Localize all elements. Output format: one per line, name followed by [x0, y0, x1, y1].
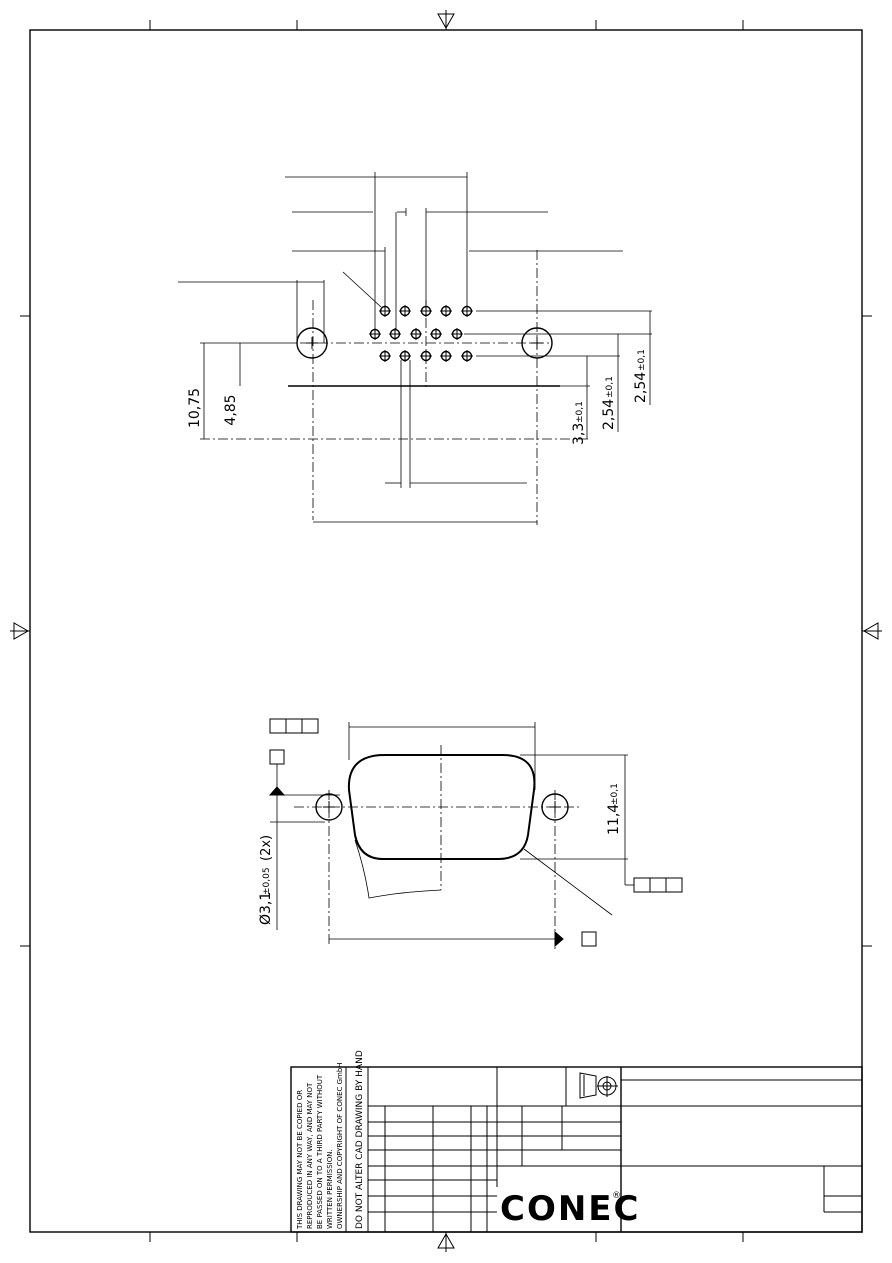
- first-angle-projection-icon: [579, 1072, 618, 1099]
- cutout-dimension-lines: [270, 722, 634, 940]
- centering-mark-right: [862, 622, 882, 640]
- contact-holes-row-3: [379, 350, 473, 362]
- dim-2-54-outer: 2,54 ±0,1: [633, 349, 649, 403]
- svg-text:2,54: 2,54: [633, 372, 649, 403]
- svg-text:Ø3,1: Ø3,1: [258, 892, 274, 925]
- cutout-hole-right: [541, 793, 569, 821]
- dim-3-3: 3,3 ±0,1: [571, 401, 587, 445]
- svg-text:±0,1: ±0,1: [610, 783, 620, 805]
- right-dimension-lines: [464, 310, 652, 439]
- top-dimension-lines: [178, 172, 623, 343]
- cad-notice: DO NOT ALTER CAD DRAWING BY HAND: [355, 1050, 365, 1229]
- contact-holes-row-2: [369, 328, 463, 340]
- copyright-notice: THIS DRAWING MAY NOT BE COPIED OR REPROD…: [296, 1062, 344, 1230]
- tolerance-frame-top-left: [269, 718, 319, 734]
- svg-text:±0,1: ±0,1: [605, 376, 615, 398]
- centering-mark-left: [10, 622, 30, 640]
- svg-text:11,4: 11,4: [606, 804, 622, 835]
- svg-text:THIS DRAWING MAY NOT BE COPIED: THIS DRAWING MAY NOT BE COPIED OR: [296, 1090, 304, 1230]
- mounting-hole-right: [521, 327, 553, 359]
- svg-text:2,54: 2,54: [601, 399, 617, 430]
- dim-10-75: 10,75: [187, 388, 203, 428]
- datum-box-left: [269, 749, 285, 765]
- conec-logo: CONEC ®: [500, 1189, 641, 1229]
- svg-text:±0,1: ±0,1: [575, 401, 585, 423]
- svg-text:REPRODUCED IN ANY WAY, AND MAY: REPRODUCED IN ANY WAY, AND MAY NOT: [306, 1082, 314, 1229]
- svg-text:®: ®: [612, 1191, 621, 1201]
- datum-triangle-right: [554, 930, 564, 948]
- title-block: THIS DRAWING MAY NOT BE COPIED OR REPROD…: [290, 1050, 863, 1233]
- datum-box-right: [581, 931, 597, 947]
- svg-text:±0,1: ±0,1: [637, 349, 647, 371]
- drawing-frame: [20, 20, 872, 1242]
- cutout-hole-left: [315, 793, 343, 821]
- dim-2-54-inner: 2,54 ±0,1: [601, 376, 617, 430]
- dim-4-85: 4,85: [223, 394, 239, 425]
- pcb-hole-pattern-view: 10,75 4,85 3,3 ±0,1 2,54 ±0,1 2,54 ±0,1: [178, 172, 652, 525]
- d-sub-cutout-outline: [347, 754, 536, 860]
- centering-mark-top: [437, 10, 455, 30]
- left-dimension-lines: [200, 342, 297, 439]
- centering-mark-bottom: [437, 1232, 455, 1252]
- svg-text:WRITTEN PERMISSION.: WRITTEN PERMISSION.: [326, 1149, 334, 1229]
- dim-hole-diameter: Ø3,1 ±0,05 (2x): [258, 835, 274, 925]
- panel-cutout-view: 11,4 ±0,1 Ø3,1 ±0,05 (2x): [258, 718, 683, 950]
- svg-text:CONEC: CONEC: [500, 1189, 641, 1229]
- tolerance-frame-right: [633, 877, 683, 893]
- svg-text:OWNERSHIP AND COPYRIGHT OF CON: OWNERSHIP AND COPYRIGHT OF CONEC GmbH: [336, 1062, 344, 1229]
- svg-text:(2x): (2x): [259, 835, 274, 861]
- svg-text:BE PASSED ON TO A THIRD PARTY: BE PASSED ON TO A THIRD PARTY WITHOUT: [316, 1074, 324, 1229]
- dim-11-4: 11,4 ±0,1: [606, 783, 622, 835]
- bottom-dimension-lines: [313, 360, 537, 523]
- svg-text:3,3: 3,3: [571, 423, 587, 445]
- svg-text:±0,05: ±0,05: [262, 867, 272, 895]
